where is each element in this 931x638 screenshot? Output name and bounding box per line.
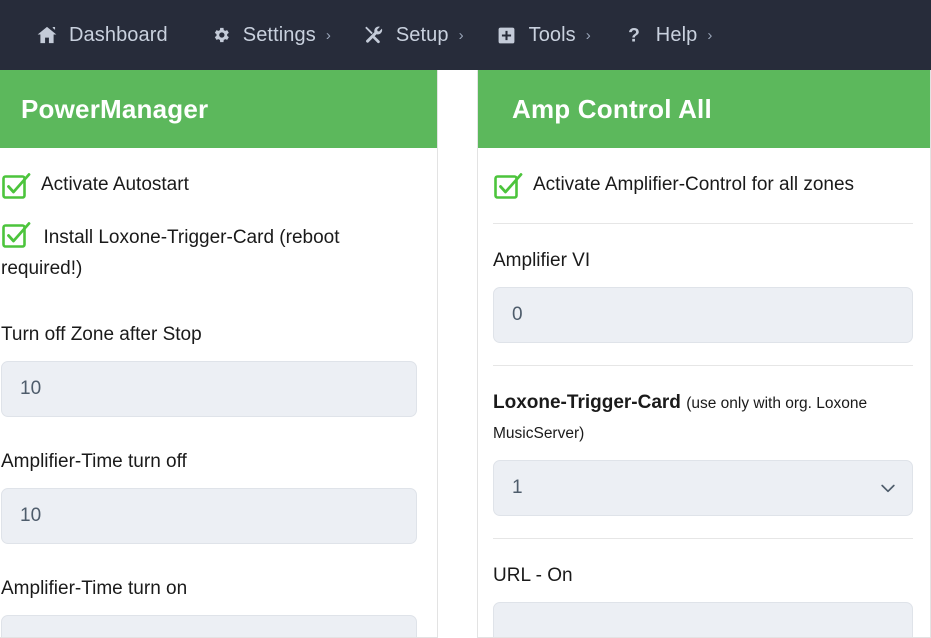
field-label-loxone-trigger-card: Loxone-Trigger-Card (use only with org. … bbox=[493, 388, 913, 448]
nav-item-setup[interactable]: Setup › bbox=[347, 0, 480, 70]
checkbox-checked-icon[interactable] bbox=[1, 171, 31, 201]
nav-caret-help: › bbox=[707, 26, 713, 44]
panel-header-amp-control-all: Amp Control All bbox=[478, 70, 930, 148]
select-value-loxone-trigger-card: 1 bbox=[512, 477, 523, 498]
input-amplifier-vi[interactable]: 0 bbox=[493, 287, 913, 343]
top-navigation-bar: Dashboard Settings › Setup › bbox=[0, 0, 931, 70]
checkbox-checked-icon[interactable] bbox=[1, 220, 31, 250]
nav-item-settings[interactable]: Settings › bbox=[194, 0, 347, 70]
nav-item-dashboard[interactable]: Dashboard bbox=[20, 0, 194, 70]
input-value-amplifier-vi: 0 bbox=[512, 304, 523, 325]
checkbox-label-activate-amplifier-control: Activate Amplifier-Control for all zones bbox=[533, 174, 855, 195]
panel-body-power-manager: Activate Autostart Install Loxone-Trigge… bbox=[0, 148, 437, 637]
nav-label-tools: Tools bbox=[528, 23, 576, 46]
input-value-amplifier-time-turn-off: 10 bbox=[20, 505, 42, 526]
checkbox-checked-icon[interactable] bbox=[493, 171, 523, 201]
field-amplifier-vi: Amplifier VI 0 bbox=[493, 246, 913, 343]
input-amplifier-time-turn-off[interactable]: 10 bbox=[1, 488, 417, 544]
plus-square-icon bbox=[496, 24, 518, 46]
select-loxone-trigger-card[interactable]: 1 bbox=[493, 460, 913, 516]
input-amplifier-time-turn-on[interactable] bbox=[1, 615, 417, 637]
main-content: PowerManager Activate Autostart bbox=[0, 70, 931, 638]
section-divider bbox=[493, 538, 913, 539]
field-turn-off-zone-after-stop: Turn off Zone after Stop 10 bbox=[1, 320, 417, 417]
section-divider bbox=[493, 365, 913, 366]
chevron-down-icon[interactable] bbox=[878, 478, 898, 498]
svg-text:?: ? bbox=[628, 25, 640, 46]
nav-item-help[interactable]: ? Help › bbox=[607, 0, 729, 70]
field-label-amplifier-vi: Amplifier VI bbox=[493, 250, 591, 271]
section-divider bbox=[493, 223, 913, 224]
gear-icon bbox=[210, 24, 232, 46]
nav-caret-tools: › bbox=[585, 26, 591, 44]
field-amplifier-time-turn-on: Amplifier-Time turn on bbox=[1, 574, 417, 637]
question-icon: ? bbox=[623, 24, 645, 46]
input-value-turn-off-zone-after-stop: 10 bbox=[20, 378, 42, 399]
field-label-amplifier-time-turn-on: Amplifier-Time turn on bbox=[1, 578, 188, 599]
nav-label-setup: Setup bbox=[395, 23, 449, 46]
checkbox-label-activate-autostart: Activate Autostart bbox=[41, 174, 189, 195]
checkbox-row-activate-autostart[interactable]: Activate Autostart bbox=[1, 170, 417, 201]
input-turn-off-zone-after-stop[interactable]: 10 bbox=[1, 361, 417, 417]
checkbox-row-activate-amplifier-control[interactable]: Activate Amplifier-Control for all zones bbox=[493, 170, 913, 201]
panel-body-amp-control-all: Activate Amplifier-Control for all zones… bbox=[478, 148, 930, 637]
field-label-amplifier-time-turn-off: Amplifier-Time turn off bbox=[1, 451, 187, 472]
field-loxone-trigger-card: Loxone-Trigger-Card (use only with org. … bbox=[493, 388, 913, 516]
tools-icon bbox=[363, 24, 385, 46]
checkbox-label-install-loxone-trigger-card: Install Loxone-Trigger-Card (reboot requ… bbox=[1, 227, 340, 279]
nav-label-settings: Settings bbox=[242, 23, 316, 46]
nav-label-help: Help bbox=[655, 23, 698, 46]
nav-item-tools[interactable]: Tools › bbox=[480, 0, 607, 70]
field-amplifier-time-turn-off: Amplifier-Time turn off 10 bbox=[1, 447, 417, 544]
nav-label-dashboard: Dashboard bbox=[69, 23, 168, 46]
checkbox-row-install-loxone-trigger-card[interactable]: Install Loxone-Trigger-Card (reboot requ… bbox=[1, 219, 417, 284]
panel-title-power-manager: PowerManager bbox=[21, 93, 209, 124]
field-label-url-on: URL - On bbox=[493, 565, 573, 586]
home-icon bbox=[36, 24, 58, 46]
nav-caret-settings: › bbox=[325, 26, 331, 44]
panel-amp-control-all: Amp Control All Activate Amplifier-Contr… bbox=[477, 70, 931, 638]
field-label-turn-off-zone-after-stop: Turn off Zone after Stop bbox=[1, 324, 202, 345]
panel-title-amp-control-all: Amp Control All bbox=[512, 93, 712, 124]
field-label-loxone-trigger-card-hint: (use only with org. Loxone MusicServer) bbox=[493, 395, 868, 442]
field-url-on: URL - On bbox=[493, 561, 913, 637]
field-label-loxone-trigger-card-main: Loxone-Trigger-Card bbox=[493, 392, 681, 413]
panel-power-manager: PowerManager Activate Autostart bbox=[0, 70, 438, 638]
nav-caret-setup: › bbox=[458, 26, 464, 44]
panel-header-power-manager: PowerManager bbox=[0, 70, 437, 148]
input-url-on[interactable] bbox=[493, 602, 913, 637]
